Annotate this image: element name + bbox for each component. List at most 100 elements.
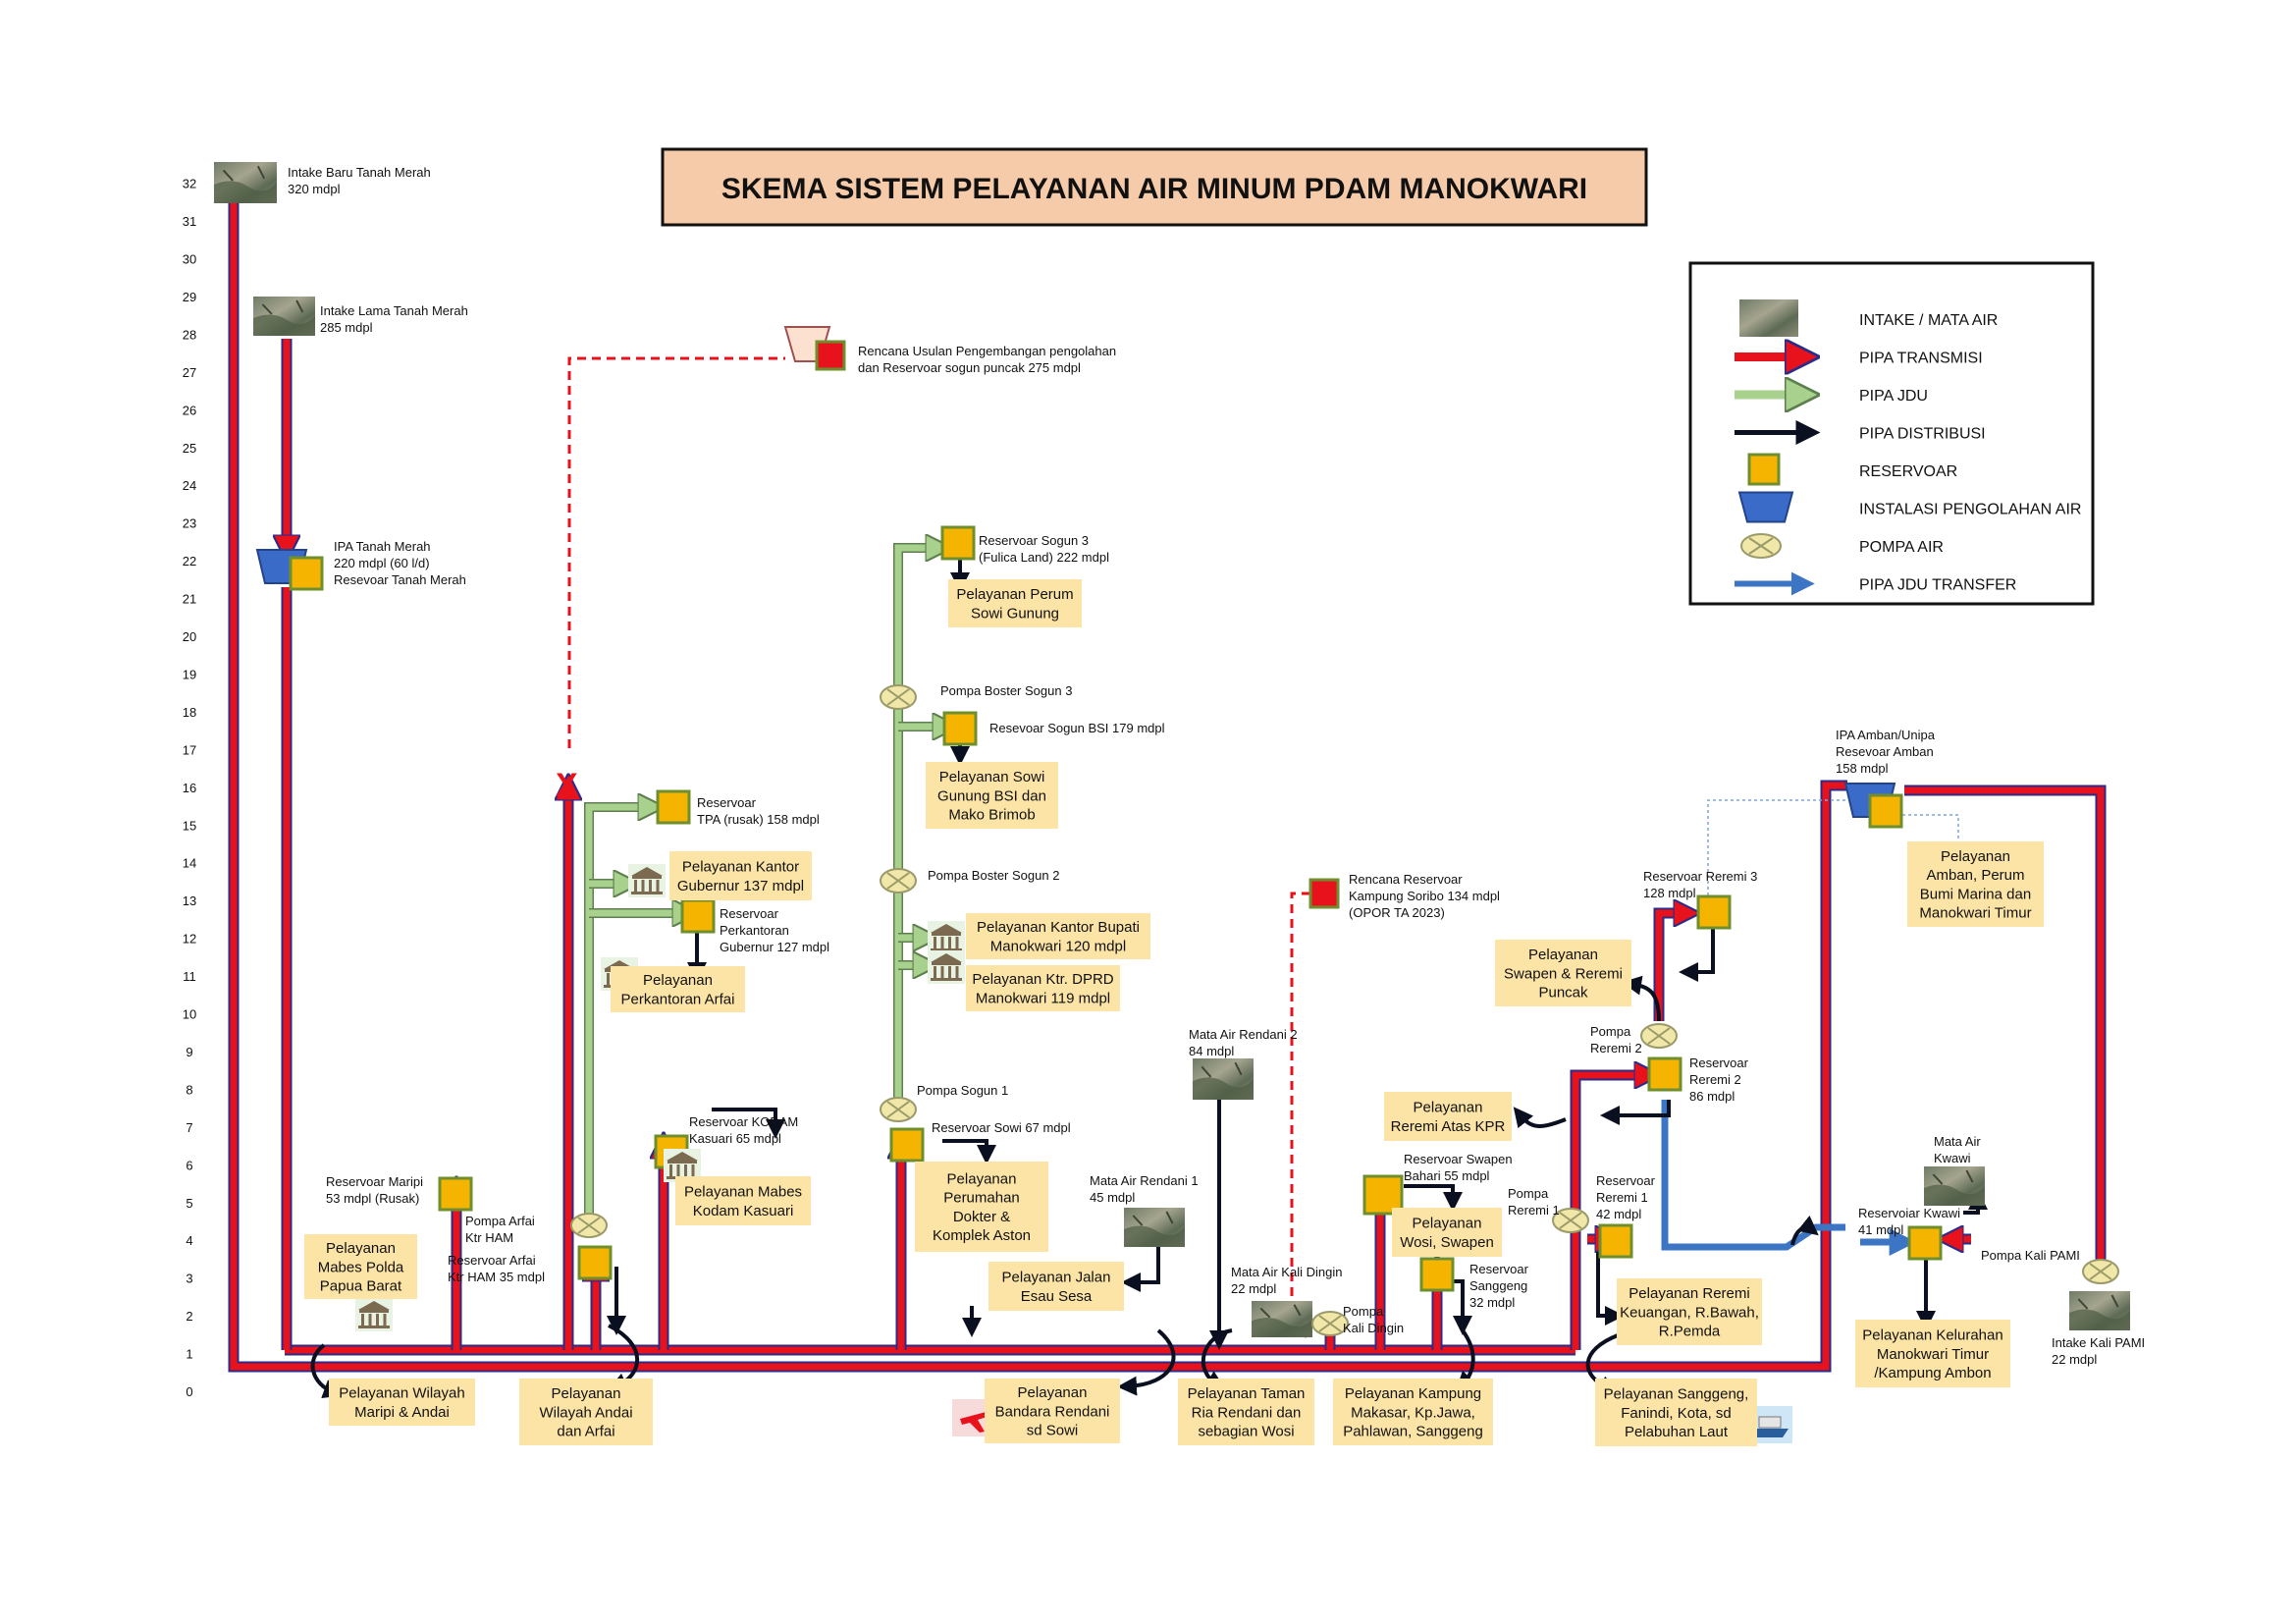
label-res-kwawi: Reservoiar Kwawi 41 mdpl [1858, 1206, 1960, 1237]
sogun-jdu-pipe-outline [893, 543, 940, 1119]
label-line: Reservoar Maripi [326, 1174, 423, 1189]
label-line: Ktr HAM [465, 1230, 513, 1245]
axis-tick-label: 13 [183, 893, 196, 908]
axis-tick-label: 31 [183, 214, 196, 229]
label-line: 22 mdpl [1231, 1281, 1276, 1296]
reservoir-icon [1747, 453, 1781, 486]
label-res-sogun-bsi: Resevoar Sogun BSI 179 mdpl [989, 721, 1165, 735]
reremi1-distribution [1596, 1252, 1625, 1326]
service-line: Esau Sesa [1021, 1288, 1093, 1305]
reservoir-kwawi-icon [1907, 1225, 1943, 1261]
axis-tick-label: 32 [183, 177, 196, 191]
pump-sogun3-icon [880, 684, 917, 710]
reremi-puncak-loop [1622, 975, 1661, 1022]
axis-tick-label: 11 [183, 969, 196, 984]
service-line: Pelayanan [1413, 1216, 1482, 1232]
axis-tick-label: 14 [183, 856, 196, 871]
label-line: TPA (rusak) 158 mdpl [697, 812, 820, 827]
axis-tick-label: 9 [186, 1045, 192, 1059]
kodam-distribution [712, 1108, 785, 1139]
polda-building-icon [355, 1298, 393, 1331]
mata-air-rendani1-photo [1124, 1208, 1185, 1247]
legend-label: RESERVOAR [1859, 463, 1957, 480]
axis-tick-label: 12 [183, 932, 196, 947]
service-line: Manokwari Timur [1877, 1346, 1989, 1363]
service-line: dan Arfai [557, 1423, 614, 1439]
intake-lama-photo [253, 297, 315, 336]
sowi-distribution [942, 1139, 996, 1164]
pump-sogun1-icon [880, 1097, 917, 1122]
pump-arfai-icon [570, 1213, 608, 1238]
service-line: Keuangan, R.Bawah, [1620, 1304, 1759, 1321]
photo-icon [1739, 299, 1798, 337]
service-line: Ria Rendani dan [1192, 1404, 1302, 1421]
label-mata-air-rendani2: Mata Air Rendani 284 mdpl [1189, 1027, 1298, 1058]
legend-item: INTAKE / MATA AIR [1739, 299, 1998, 337]
label-line: Intake Kali PAMI [2052, 1335, 2145, 1350]
label-line: Reservoar Arfai [448, 1253, 536, 1268]
label-mata-air-rendani1: Mata Air Rendani 145 mdpl [1090, 1173, 1199, 1205]
service-line: Pelayanan Ktr. DPRD [972, 971, 1113, 988]
legend-item: INSTALASI PENGOLAHAN AIR [1737, 491, 2081, 523]
label-line: Resevoar Sogun BSI 179 mdpl [989, 721, 1165, 735]
reremi3-pipe [1655, 913, 1688, 1021]
label-line: Kali Dingin [1343, 1321, 1404, 1335]
label-line: Pompa Kali PAMI [1981, 1248, 2080, 1263]
label-line: 42 mdpl [1596, 1207, 1641, 1221]
service-line: Reremi Atas KPR [1391, 1118, 1506, 1135]
axis-tick-label: 7 [186, 1120, 192, 1135]
page-title: SKEMA SISTEM PELAYANAN AIR MINUM PDAM MA… [721, 173, 1587, 205]
mata-air-kwawi-photo [1924, 1166, 1985, 1206]
label-line: Reservoar [720, 906, 779, 921]
service-line: Dokter & [953, 1209, 1010, 1225]
label-line: IPA Amban/Unipa [1836, 728, 1936, 742]
label-res-sogun3: Reservoar Sogun 3(Fulica Land) 222 mdpl [979, 533, 1109, 565]
label-line: Reremi 2 [1689, 1072, 1741, 1087]
jdu-pipes [584, 543, 947, 1227]
service-line: Pelayanan Kantor Bupati [977, 919, 1140, 936]
label-line: Pompa [1590, 1024, 1631, 1039]
axis-tick-label: 29 [183, 290, 196, 304]
reremi2-transmission-pipe [1572, 1075, 1649, 1350]
service-line: Gunung BSI dan [937, 787, 1046, 804]
jdu-transfer-pipes [1661, 1100, 1917, 1256]
service-line: Manokwari 119 mdpl [976, 990, 1110, 1006]
label-line: Reremi 1 [1508, 1203, 1560, 1218]
dprd-building-icon [928, 950, 965, 984]
label-line: Sanggeng [1469, 1278, 1527, 1293]
kwawi-transfer-loop [1790, 1215, 1819, 1246]
service-line: /Kampung Ambon [1874, 1365, 1991, 1381]
label-line: 320 mdpl [288, 182, 341, 196]
tpa-jdu-pipe [585, 807, 653, 1227]
service-line: Pahlawan, Sanggeng [1343, 1423, 1483, 1439]
service-line: Puncak [1538, 984, 1588, 1001]
label-line: 285 mdpl [320, 320, 373, 335]
service-line: Pelayanan Perum [956, 586, 1073, 603]
label-line: Reservoiar Kwawi [1858, 1206, 1960, 1220]
service-line: Manokwari 120 mdpl [990, 938, 1126, 954]
legend-label: PIPA TRANSMISI [1859, 351, 1983, 367]
label-line: Pompa [1508, 1186, 1549, 1201]
intake-baru-photo [214, 162, 277, 203]
label-line: 41 mdpl [1858, 1222, 1903, 1237]
legend-item: PIPA JDU [1735, 388, 1928, 405]
service-line: sd Sowi [1027, 1422, 1079, 1438]
reremi-atas-loop [1513, 1107, 1567, 1129]
label-res-sowi: Reservoar Sowi 67 mdpl [932, 1120, 1071, 1135]
label-line: Reservoar KODAM [689, 1114, 798, 1129]
swapen-distribution [1404, 1184, 1463, 1212]
pump-reremi2-icon [1640, 1023, 1678, 1049]
axis-tick-label: 20 [183, 629, 196, 644]
